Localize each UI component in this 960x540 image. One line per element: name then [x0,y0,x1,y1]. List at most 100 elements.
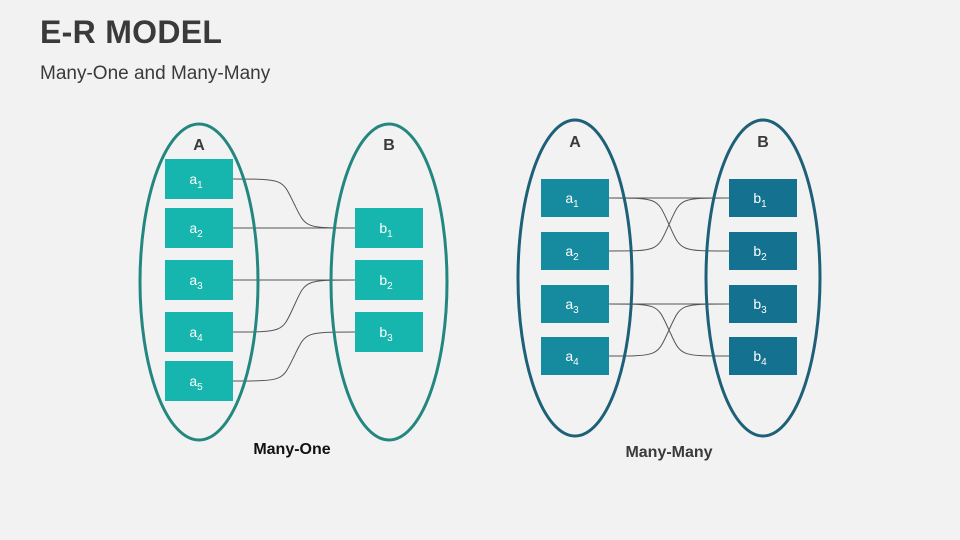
entity-box [729,179,797,217]
entity-subscript: 3 [197,281,203,292]
many-many-set-a-label: A [569,134,581,151]
entity-box [355,208,423,248]
entity-label: a1 [565,190,579,210]
many-one-set-b-label: B [383,137,395,154]
entity-label: a3 [565,296,579,316]
entity-label: b2 [753,243,767,263]
entity-label: b2 [379,272,393,292]
entity-subscript: 3 [387,333,393,344]
many-many-connector-1-0 [608,197,730,252]
many-one-b-entity-b3: b3 [355,312,423,352]
entity-name: a [189,373,197,389]
entity-label: a2 [565,243,579,263]
page-title: E-R MODEL [40,14,223,50]
entity-subscript: 4 [761,357,767,368]
entity-label: a1 [189,171,203,191]
entity-label: a3 [189,272,203,292]
entity-label: a2 [189,220,203,240]
entity-box [541,179,609,217]
entity-name: a [565,243,573,259]
many-many-set-b-label: B [757,134,769,151]
many-many-b-entity-b4: b4 [729,337,797,375]
many-many-a-entity-a4: a4 [541,337,609,375]
many-one-a-entity-a3: a3 [165,260,233,300]
entity-subscript: 3 [573,305,579,316]
entity-subscript: 2 [387,281,393,292]
entity-name: a [565,190,573,206]
entity-box [165,260,233,300]
entity-name: a [189,324,197,340]
entity-label: b1 [753,190,767,210]
entity-name: a [565,296,573,312]
many-one-set-a-ellipse [138,122,260,442]
many-many-b-entity-b2: b2 [729,232,797,270]
entity-label: a4 [565,348,579,368]
many-one-a-entity-a2: a2 [165,208,233,248]
entity-name: b [753,243,761,259]
entity-subscript: 4 [197,333,203,344]
entity-box [355,312,423,352]
entity-subscript: 5 [197,382,203,393]
entity-label: b3 [753,296,767,316]
entity-box [165,208,233,248]
entity-subscript: 2 [197,229,203,240]
many-many-a-entity-a2: a2 [541,232,609,270]
entity-box [541,232,609,270]
many-one-set-b-ellipse [329,122,449,442]
entity-subscript: 1 [573,199,579,210]
many-many-connector-3-2 [608,303,730,357]
many-one-a-entity-a4: a4 [165,312,233,352]
entity-box [729,232,797,270]
entity-subscript: 2 [761,252,767,263]
entity-box [541,337,609,375]
entity-box [165,159,233,199]
entity-name: b [379,272,387,288]
entity-subscript: 1 [197,180,203,191]
entity-name: a [189,272,197,288]
entity-name: b [753,190,761,206]
entity-label: b1 [379,220,393,240]
page-subtitle: Many-One and Many-Many [40,63,271,84]
entity-name: a [189,171,197,187]
entity-box [729,337,797,375]
entity-box [165,361,233,401]
entity-box [355,260,423,300]
entity-subscript: 3 [761,305,767,316]
many-one-a-entity-a5: a5 [165,361,233,401]
many-many-b-entity-b1: b1 [729,179,797,217]
entity-label: a4 [189,324,203,344]
entity-box [729,285,797,323]
many-one-caption: Many-One [253,441,330,458]
entity-label: b3 [379,324,393,344]
many-many-set-a-ellipse [516,118,634,438]
entity-box [165,312,233,352]
entity-name: a [189,220,197,236]
many-one-a-entity-a1: a1 [165,159,233,199]
entity-name: b [753,348,761,364]
many-many-a-entity-a1: a1 [541,179,609,217]
many-one-b-entity-b1: b1 [355,208,423,248]
entity-name: b [379,324,387,340]
many-one-connector-4-2 [232,331,356,382]
entity-name: a [565,348,573,364]
entity-subscript: 1 [387,229,393,240]
entity-label: b4 [753,348,767,368]
many-one-set-a-label: A [193,137,205,154]
entity-label: a5 [189,373,203,393]
entity-subscript: 4 [573,357,579,368]
many-one-connector-0-0 [232,178,356,229]
many-one-connector-3-1 [232,279,356,333]
many-many-caption: Many-Many [625,444,712,461]
entity-name: b [379,220,387,236]
many-many-connectors [608,197,730,357]
many-many-a-entity-a3: a3 [541,285,609,323]
entity-subscript: 2 [573,252,579,263]
entity-name: b [753,296,761,312]
